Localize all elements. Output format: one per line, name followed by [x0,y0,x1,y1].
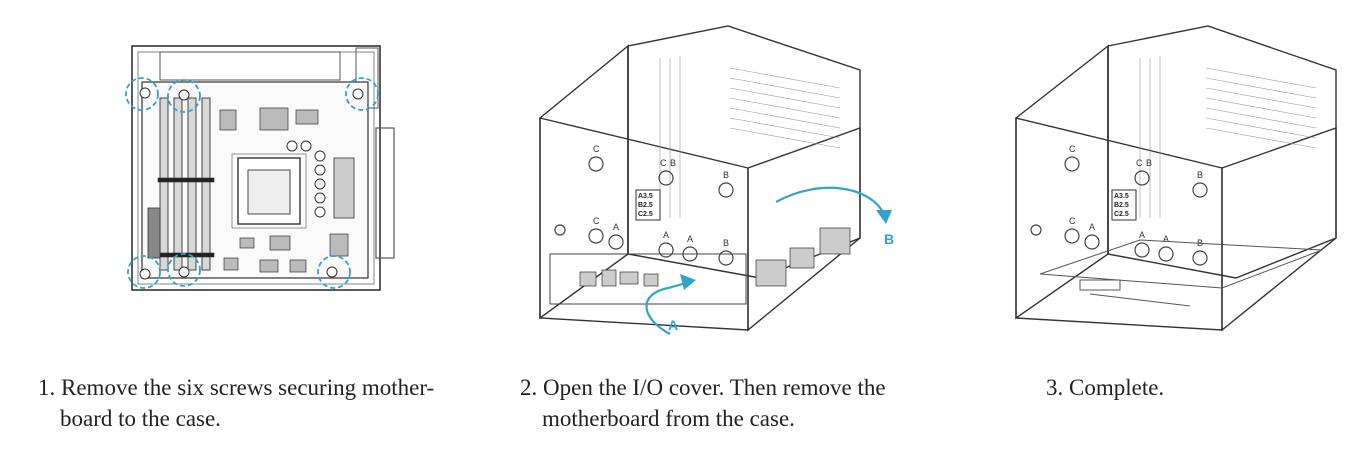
screw-highlight-circles [125,77,379,289]
arrow-b-icon [775,186,892,224]
drive-size-label: A3.5 [638,193,653,200]
hole-letter: A [687,234,693,244]
step-number: 1. [38,375,56,400]
callout-a: A [668,317,678,333]
drive-size-label: A3.5 [1114,193,1129,200]
hole-letter: C [1069,144,1076,154]
hole-letter: A [1089,222,1095,232]
hole-letter: B [670,158,676,168]
open-io-cover-illustration: C C B B C A A B A A3.5 B2.5 C2.5 A B [539,25,894,335]
hole-letter: C [593,216,600,226]
hole-letter: C [1136,158,1143,168]
drive-size-label: B2.5 [638,202,653,209]
step-3-caption: 3. Complete. [1046,372,1306,403]
step-1-caption: 1. Remove the six screws securing mother… [38,372,478,434]
empty-case-illustration: C C B B C A A B A A3.5 B2.5 C2.5 [1015,25,1337,332]
hole-letter: B [1197,170,1203,180]
hole-letter: A [1139,230,1145,240]
hole-letter: B [723,238,729,248]
hole-letter: B [723,170,729,180]
drive-size-label: C2.5 [1114,211,1129,218]
hole-letter: B [1146,158,1152,168]
step-text-line1: Complete. [1069,375,1165,400]
hole-letter: C [1069,216,1076,226]
step-text-line1: Remove the six screws securing mother- [61,375,435,400]
hole-letter: A [663,230,669,240]
step-text-line2: board to the case. [60,406,221,431]
arrow-a-icon [645,274,696,335]
motherboard-top-view-illustration [125,45,395,291]
drive-size-label: C2.5 [638,211,653,218]
callout-b: B [884,231,894,247]
step-number: 3. [1046,375,1064,400]
step-2-caption: 2. Open the I/O cover. Then remove the m… [520,372,940,434]
step-text-line2: motherboard from the case. [542,406,795,431]
hole-letter: A [1163,234,1169,244]
step-number: 2. [520,375,538,400]
step-text-line1: Open the I/O cover. Then remove the [543,375,886,400]
hole-letter: C [660,158,667,168]
hole-letter: A [613,222,619,232]
hole-letter: C [593,144,600,154]
drive-size-label: B2.5 [1114,202,1129,209]
